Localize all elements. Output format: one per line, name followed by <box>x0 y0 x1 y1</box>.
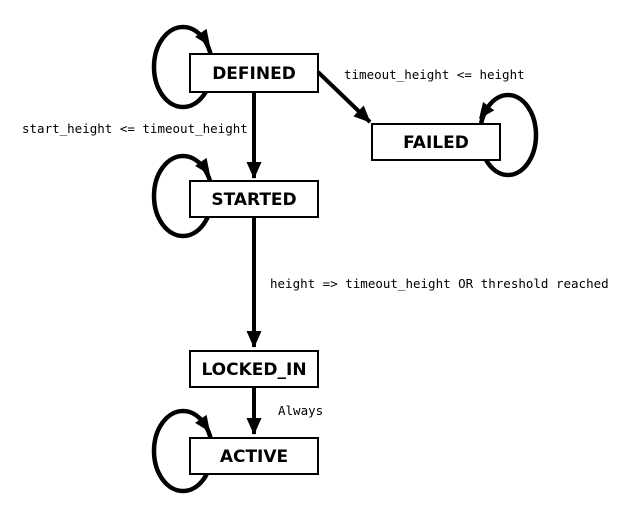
transition-label-defined-started: start_height <= timeout_height <box>22 121 248 136</box>
state-label-started: STARTED <box>211 190 296 210</box>
state-box-defined <box>189 53 319 93</box>
defined-self-loop-arrowhead-icon <box>195 28 210 46</box>
transition-label-started-locked-in: height => timeout_height OR threshold re… <box>270 276 609 291</box>
state-label-active: ACTIVE <box>220 447 288 467</box>
state-label-locked-in: LOCKED_IN <box>201 360 306 380</box>
transition-label-locked-in-active: Always <box>278 403 323 418</box>
transition-label-defined-failed: timeout_height <= height <box>344 67 525 82</box>
failed-self-loop-arrowhead-icon <box>479 102 495 119</box>
state-box-failed <box>371 123 501 161</box>
arrow-defined-to-failed <box>316 70 372 124</box>
state-label-failed: FAILED <box>403 133 469 153</box>
active-self-loop-arrowhead-icon <box>195 414 210 432</box>
state-box-locked-in <box>189 350 319 388</box>
state-box-active <box>189 437 319 475</box>
started-self-loop-arrowhead-icon <box>195 157 210 175</box>
state-label-defined: DEFINED <box>212 64 296 84</box>
